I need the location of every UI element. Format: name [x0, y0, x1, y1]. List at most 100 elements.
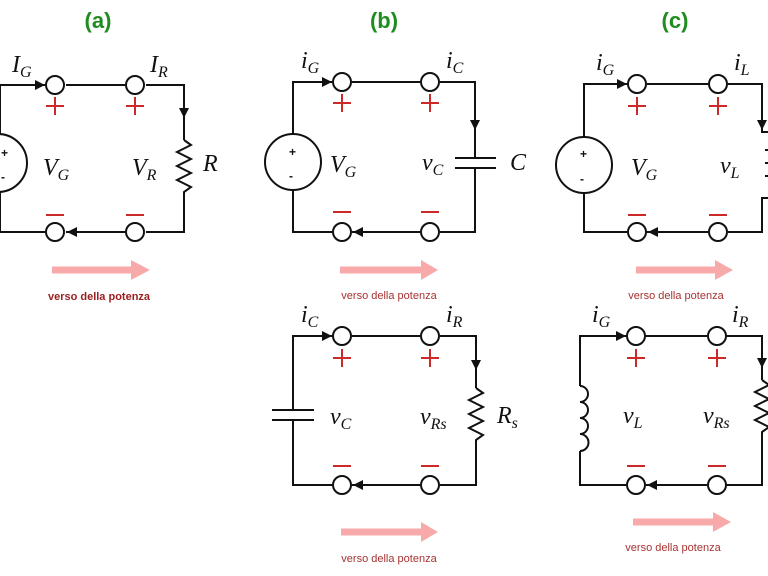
inductor-icon	[579, 385, 590, 452]
plus-sign-icon	[708, 349, 726, 367]
terminal-top-right	[125, 75, 145, 95]
label-capacitor-c: C	[510, 150, 527, 176]
label-voltage-vrs: vRs	[420, 404, 447, 433]
wire-bottom-left	[579, 451, 626, 486]
plus-sign-icon	[333, 94, 351, 112]
resistor-icon	[752, 379, 768, 440]
source-minus-sign: -	[289, 169, 293, 183]
terminal-top-left	[627, 74, 647, 94]
terminal-bottom-right	[420, 222, 440, 242]
terminal-bottom-right	[708, 222, 728, 242]
panel-b-top: (b) + - iG iC VG vC C verso della po	[264, 8, 527, 302]
resistor-icon	[174, 139, 194, 195]
panel-c-top: (c) + - iG iL VG vL verso de	[555, 8, 768, 302]
source-plus-sign: +	[1, 146, 8, 160]
voltage-source-icon	[264, 133, 322, 191]
plus-sign-icon	[333, 349, 351, 367]
terminal-bottom-right	[707, 475, 727, 495]
capacitor-icon	[272, 409, 314, 421]
source-minus-sign: -	[1, 170, 5, 184]
terminal-top-left	[332, 326, 352, 346]
power-arrow-head-icon	[713, 512, 731, 532]
label-current-ic: iC	[301, 302, 319, 331]
wire-top-right	[727, 335, 763, 380]
wire-top-left	[292, 81, 332, 134]
plus-sign-icon	[628, 97, 646, 115]
panel-b-title: (b)	[370, 8, 398, 33]
plus-sign-icon	[126, 97, 144, 115]
terminal-top-left	[626, 326, 646, 346]
terminal-bottom-right	[420, 475, 440, 495]
power-direction-caption: verso della potenza	[341, 290, 437, 302]
wire-bottom-right	[146, 195, 185, 233]
current-arrow-ig	[35, 80, 45, 90]
current-arrow-return	[353, 227, 363, 237]
current-arrow-ig	[322, 77, 332, 87]
terminal-bottom-left	[332, 222, 352, 242]
wire-top-left	[292, 335, 332, 410]
current-arrow-ir	[179, 108, 189, 118]
wire-bottom-right	[728, 197, 768, 233]
power-direction-caption: verso della potenza	[341, 553, 437, 565]
label-voltage-vc: vC	[330, 404, 352, 433]
resistor-icon	[466, 387, 486, 443]
label-voltage-vc: vC	[422, 150, 444, 179]
source-minus-sign: -	[580, 172, 584, 186]
label-voltage-vr: VR	[132, 155, 157, 184]
label-voltage-vl: vL	[623, 403, 643, 432]
wire-bottom-right	[727, 440, 763, 486]
label-current-ig: iG	[592, 302, 611, 331]
plus-sign-icon	[421, 349, 439, 367]
power-arrow-head-icon	[421, 522, 438, 542]
wire-top-right	[440, 81, 476, 158]
terminal-bottom-left	[45, 222, 65, 242]
wire-bottom-left	[292, 420, 332, 486]
current-arrow-return	[648, 227, 658, 237]
terminal-top-right	[707, 326, 727, 346]
label-resistor-rs: Rs	[496, 403, 518, 432]
power-arrow-head-icon	[131, 260, 150, 280]
source-plus-sign: +	[289, 145, 296, 159]
terminal-top-left	[332, 72, 352, 92]
panel-a-title: (a)	[85, 8, 112, 33]
label-current-ir: iR	[446, 302, 463, 331]
current-arrow-ic	[322, 331, 332, 341]
terminal-top-right	[708, 74, 728, 94]
label-voltage-vrs: vRs	[703, 403, 730, 432]
source-plus-sign: +	[580, 147, 587, 161]
label-current-ig: iG	[596, 50, 615, 79]
plus-sign-icon	[421, 94, 439, 112]
plus-sign-icon	[46, 97, 64, 115]
panel-c-bottom: iG iR vL vRs verso della potenza	[579, 302, 768, 554]
label-current-ig: iG	[301, 48, 320, 77]
label-resistor-r: R	[202, 151, 218, 177]
terminal-bottom-right	[125, 222, 145, 242]
label-voltage-vg: VG	[631, 155, 658, 184]
power-direction-caption: verso della potenza	[625, 542, 721, 554]
terminal-top-left	[45, 75, 65, 95]
label-voltage-vg: VG	[43, 155, 70, 184]
panel-c-title: (c)	[662, 8, 689, 33]
current-arrow-il	[757, 120, 767, 130]
label-voltage-vg: VG	[330, 152, 357, 181]
power-arrow-head-icon	[715, 260, 733, 280]
power-direction-caption: verso della potenza	[48, 291, 151, 303]
current-arrow-ir	[471, 360, 481, 370]
current-arrow-ic	[470, 120, 480, 130]
wire-top-right	[728, 83, 768, 133]
current-arrow-ir	[757, 358, 767, 368]
panel-b-bottom: iC iR vC vRs Rs verso della potenza	[272, 302, 518, 565]
label-voltage-vl: vL	[720, 153, 740, 182]
wire-top-left	[583, 83, 627, 137]
wire-bottom-left	[292, 191, 332, 233]
wire-top-right	[440, 335, 477, 388]
current-arrow-return	[647, 480, 657, 490]
terminal-bottom-left	[332, 475, 352, 495]
terminal-top-right	[420, 326, 440, 346]
label-current-ir: iR	[732, 302, 749, 331]
current-arrow-ig	[617, 79, 627, 89]
voltage-source-icon	[555, 136, 613, 194]
plus-sign-icon	[709, 97, 727, 115]
current-arrow-ig	[616, 331, 626, 341]
